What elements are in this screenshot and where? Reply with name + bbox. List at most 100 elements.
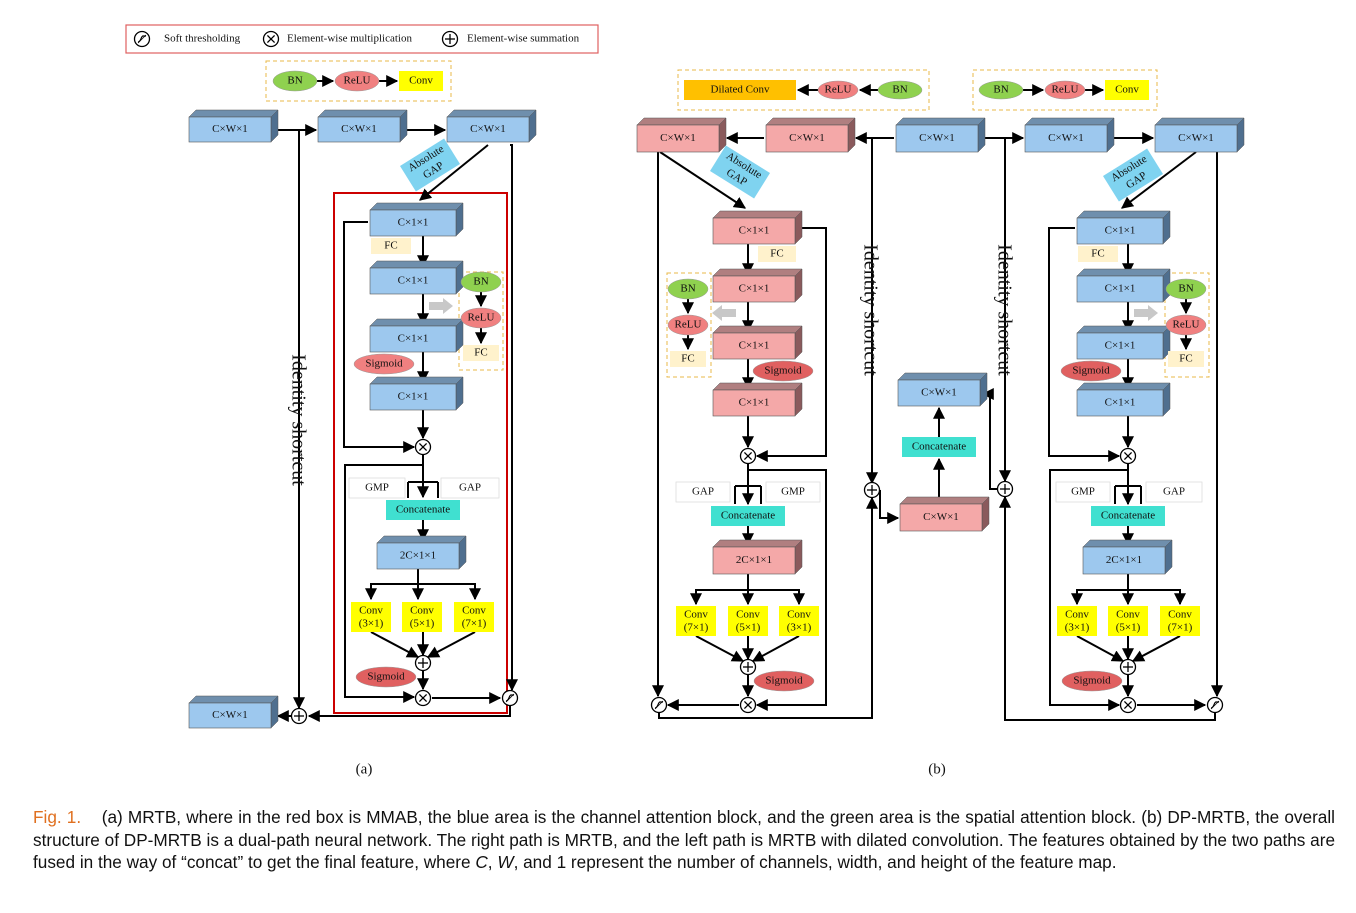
b-input-cw1: C×W×1 (895, 117, 986, 153)
legend-box (125, 24, 599, 54)
b-left-conv3-label: Conv (787, 609, 811, 621)
a-conv2-cw1: C×W×1 (446, 109, 537, 143)
b-right-conv7-label: Conv (1168, 609, 1192, 621)
b-right-side-bn: BN (1165, 278, 1207, 300)
b-right-conv3: Conv(3×1) (1057, 606, 1097, 636)
b-legend-bn-2-label: BN (993, 84, 1008, 96)
b-left-concatenate-label: Concatenate (721, 510, 775, 522)
b-right-bn-relu-fc (1164, 272, 1210, 378)
b-left-conv2: C×W×1 (636, 117, 727, 153)
a-identity-shortcut: Identity shortcut (287, 354, 309, 486)
flow-hint-arrow (712, 305, 736, 321)
b-right-c11-3-label: C×1×1 (1105, 340, 1136, 352)
a-fc4-c11-label: C×1×1 (398, 391, 429, 403)
b-left-output: C×W×1 (899, 496, 990, 532)
b-right-sigmoid-2: Sigmoid (1061, 670, 1123, 692)
b-right-side-bn-label: BN (1178, 283, 1193, 295)
subfigure-a-label: (a) (356, 761, 373, 777)
b-right-residual-sum (996, 480, 1014, 498)
b-right-2c11: 2C×1×1 (1082, 539, 1173, 575)
connector (748, 589, 805, 606)
subfigure-b-label: (b) (928, 761, 946, 777)
b-left-c11-4-label: C×1×1 (739, 397, 770, 409)
connector (879, 490, 900, 524)
b-right-soft-threshold (1206, 696, 1224, 714)
b-right-conv3-kernel: (3×1) (1065, 622, 1090, 634)
a-side-relu: ReLU (460, 307, 502, 329)
b-left-spatial-mult (739, 696, 757, 714)
b-right-gmp-box: GMP (1055, 481, 1111, 503)
b-right-side-relu-label: ReLU (1173, 319, 1200, 331)
b-right-sigmoid-1-label: Sigmoid (1072, 365, 1110, 377)
connector (344, 455, 424, 703)
b-right-2c11-label: 2C×1×1 (1106, 554, 1142, 566)
b-right-conv2-label: C×W×1 (1178, 132, 1214, 144)
b-input-cw1-label: C×W×1 (919, 132, 955, 144)
b-right-conv7-kernel: (7×1) (1168, 622, 1193, 634)
b-left-conv3: Conv(3×1) (779, 606, 819, 636)
b-output-cw1: C×W×1 (897, 372, 988, 407)
b-left-conv1: C×W×1 (765, 117, 856, 153)
a-sigmoid-2: Sigmoid (355, 666, 417, 688)
a-side-bn-label: BN (473, 276, 488, 288)
connector (751, 635, 800, 662)
b-legend-bn-2: BN (978, 80, 1024, 100)
connector (999, 495, 1216, 721)
b-right-c11-2-label: C×1×1 (1105, 283, 1136, 295)
b-left-side-bn: BN (667, 278, 709, 300)
a-gmp-label: GMP (365, 482, 389, 494)
b-left-conv2-label: C×W×1 (660, 132, 696, 144)
sum-icon (441, 30, 459, 48)
b-left-conv5-kernel: (5×1) (736, 622, 761, 634)
b-left-c11-3-label: C×1×1 (739, 340, 770, 352)
connector (426, 631, 476, 658)
b-legend-bn: BN (877, 80, 923, 100)
connector (370, 631, 420, 658)
b-left-sigmoid-1: Sigmoid (752, 360, 814, 382)
connector (1071, 574, 1129, 606)
b-right-conv1: C×W×1 (1024, 117, 1115, 153)
a-side-fc-label: FC (474, 347, 487, 359)
connector (981, 388, 997, 490)
b-left-fc-tag: FC (758, 246, 796, 262)
b-concatenate-label: Concatenate (912, 441, 966, 453)
a-fc2-c11-label: C×1×1 (398, 275, 429, 287)
a-conv7-kernel: (7×1) (462, 618, 487, 630)
connector (658, 496, 878, 719)
a-fc-tag-label: FC (384, 240, 397, 252)
legend-bn-relu-conv (265, 60, 452, 102)
b-right-sigmoid-2-label: Sigmoid (1073, 675, 1111, 687)
b-legend-relu-2: ReLU (1044, 80, 1086, 100)
b-right-channel-mult (1119, 447, 1137, 465)
connector (747, 464, 827, 711)
a-gap-label: GAP (459, 482, 481, 494)
b-right-conv5: Conv(5×1) (1108, 606, 1148, 636)
b-right-concatenate-label: Concatenate (1101, 510, 1155, 522)
b-left-side-relu: ReLU (667, 314, 709, 336)
connector (418, 583, 481, 601)
b-left-concatenate: Concatenate (711, 506, 785, 526)
a-2c11: 2C×1×1 (376, 535, 467, 570)
connector (343, 221, 416, 453)
b-left-c11-4: C×1×1 (712, 382, 803, 417)
b-concatenate: Concatenate (902, 437, 976, 457)
connector (1049, 464, 1129, 711)
connector (690, 574, 749, 606)
caption-symbol-w: W (497, 852, 514, 872)
connector (307, 706, 511, 722)
b-legend-conv-label: Conv (1115, 84, 1139, 96)
a-conv1-cw1: C×W×1 (317, 109, 408, 143)
caption-text-2: , and 1 represent the number of channels… (513, 852, 1117, 872)
b-left-gap-box-label: GAP (692, 486, 714, 498)
legend-soft-threshold: Soft thresholding (164, 33, 241, 45)
b-right-c11-1: C×1×1 (1076, 210, 1171, 245)
a-conv2-cw1-label: C×W×1 (470, 123, 506, 135)
connector (1121, 151, 1197, 209)
a-fc3-c11-label: C×1×1 (398, 333, 429, 345)
b-left-multiscale-sum (739, 658, 757, 676)
a-input-cw1: C×W×1 (188, 109, 279, 143)
b-left-conv3-kernel: (3×1) (787, 622, 812, 634)
a-conv5-kernel: (5×1) (410, 618, 435, 630)
caption-symbol-c: C (475, 852, 488, 872)
b-left-soft-threshold (650, 696, 668, 714)
